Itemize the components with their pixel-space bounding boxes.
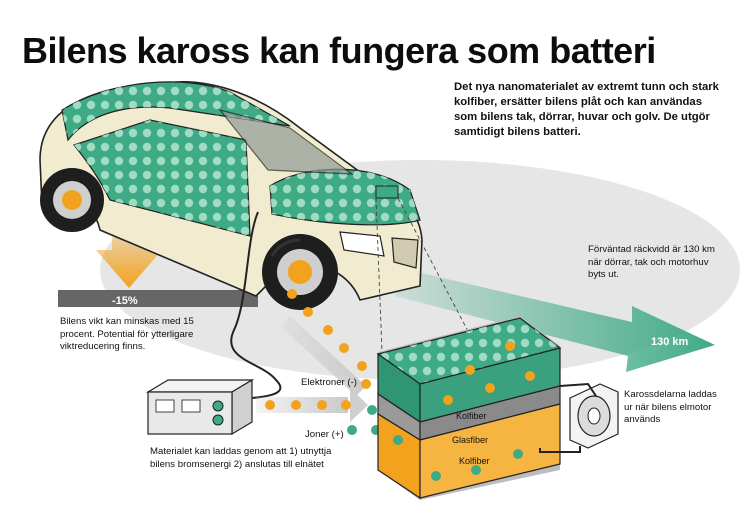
range-note: Förväntad räckvidd är 130 km när dörrar,… — [588, 244, 715, 280]
range-arrow — [395, 268, 715, 372]
battery-composite-block — [376, 316, 562, 500]
layer-label-middle: Glasfiber — [452, 435, 489, 445]
car-illustration — [39, 81, 423, 310]
motor-loop-wire — [539, 382, 597, 453]
layer-label-top: Kolfiber — [456, 411, 487, 421]
electrons-label: Elektroner (-) — [301, 377, 357, 388]
car-headlight — [339, 231, 385, 257]
weight-bar — [58, 290, 258, 307]
body-discharge-note: Karossdelarna laddas ur när bilens elmot… — [624, 389, 717, 425]
weight-percent-label: -15% — [112, 295, 138, 307]
roof-panel — [375, 185, 399, 199]
range-badge: 130 km — [651, 336, 689, 348]
electric-motor — [569, 383, 619, 449]
electron-particles — [265, 289, 371, 410]
charger-unit — [145, 378, 255, 436]
layer-label-bottom: Kolfiber — [459, 456, 490, 466]
ions-label: Joner (+) — [305, 429, 344, 440]
car-grille — [391, 237, 419, 269]
intro-text: Det nya nanomaterialet av extremt tunn o… — [454, 81, 719, 138]
charging-note: Materialet kan laddas genom att 1) utnyt… — [150, 446, 332, 470]
charging-cable — [230, 211, 282, 399]
weight-note: Bilens vikt kan minskas med 15 procent. … — [60, 316, 194, 352]
car-windshield — [218, 108, 354, 175]
page-title: Bilens kaross kan fungera som batteri — [22, 30, 656, 71]
